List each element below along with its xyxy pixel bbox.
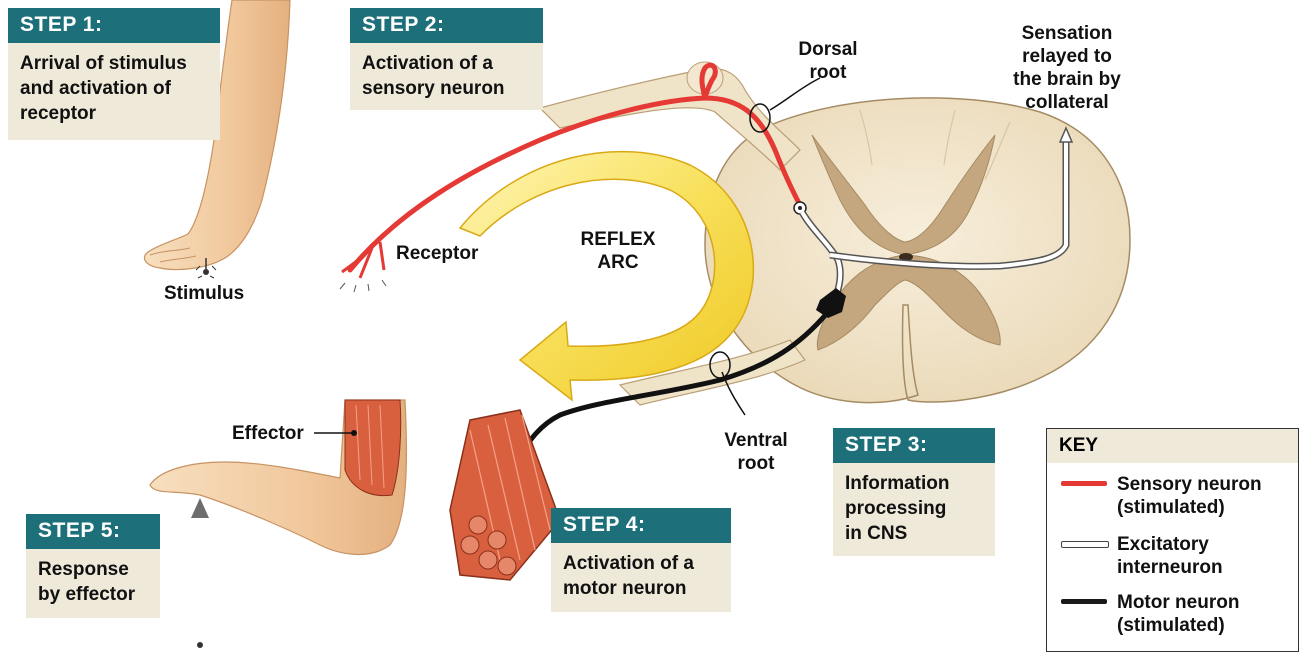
reflex-arc-label: REFLEX ARC — [580, 229, 656, 273]
stimulus-mark — [195, 258, 217, 279]
step-5-text: Response by effector — [38, 559, 136, 605]
receptor-label: Receptor — [396, 243, 479, 264]
step-3-box: STEP 3: Information processing in CNS — [833, 428, 995, 556]
sensory-neuron — [341, 62, 807, 279]
leader-lines — [709, 77, 821, 416]
step-2-box: STEP 2: Activation of a sensory neuron — [350, 8, 543, 110]
muscle-bundle — [449, 409, 561, 581]
key-interneuron-label: Excitatory interneuron — [1117, 534, 1223, 578]
reflex-arc-arrow — [458, 150, 755, 402]
step-3-title: STEP 3: — [833, 428, 995, 463]
interneuron — [798, 126, 1074, 298]
motor-swatch — [1061, 599, 1107, 604]
step-4-title: STEP 4: — [551, 508, 731, 543]
step-1-box: STEP 1: Arrival of stimulus and activati… — [8, 8, 220, 140]
step-4-box: STEP 4: Activation of a motor neuron — [551, 508, 731, 612]
stimulus-label: Stimulus — [164, 283, 245, 304]
interneuron-swatch — [1061, 541, 1109, 548]
sensory-swatch — [1061, 481, 1107, 486]
step-5-title: STEP 5: — [26, 514, 160, 549]
key-motor-label: Motor neuron (stimulated) — [1117, 592, 1240, 636]
key-legend: KEY Sensory neuron (stimulated) Excitato… — [1046, 428, 1299, 652]
step-3-text: Information processing in CNS — [845, 473, 950, 544]
step-5-box: STEP 5: Response by effector — [26, 514, 160, 618]
key-sensory-label: Sensory neuron (stimulated) — [1117, 474, 1262, 518]
effector-pointer — [314, 430, 357, 436]
sensation-label: Sensation relayed to the brain by collat… — [1013, 23, 1121, 113]
step-1-title: STEP 1: — [8, 8, 220, 43]
receptor-endings — [339, 279, 387, 293]
step-4-text: Activation of a motor neuron — [563, 553, 694, 599]
step-1-text: Arrival of stimulus and activation of re… — [20, 53, 187, 124]
effector-label: Effector — [232, 423, 304, 444]
dorsal-root-label: Dorsal root — [798, 39, 858, 83]
ventral-root-label: Ventral root — [724, 430, 788, 474]
step-2-text: Activation of a sensory neuron — [362, 53, 505, 99]
arm-effector — [149, 399, 408, 556]
key-title: KEY — [1047, 429, 1298, 463]
step-2-title: STEP 2: — [350, 8, 543, 43]
response-arrow — [191, 498, 209, 648]
